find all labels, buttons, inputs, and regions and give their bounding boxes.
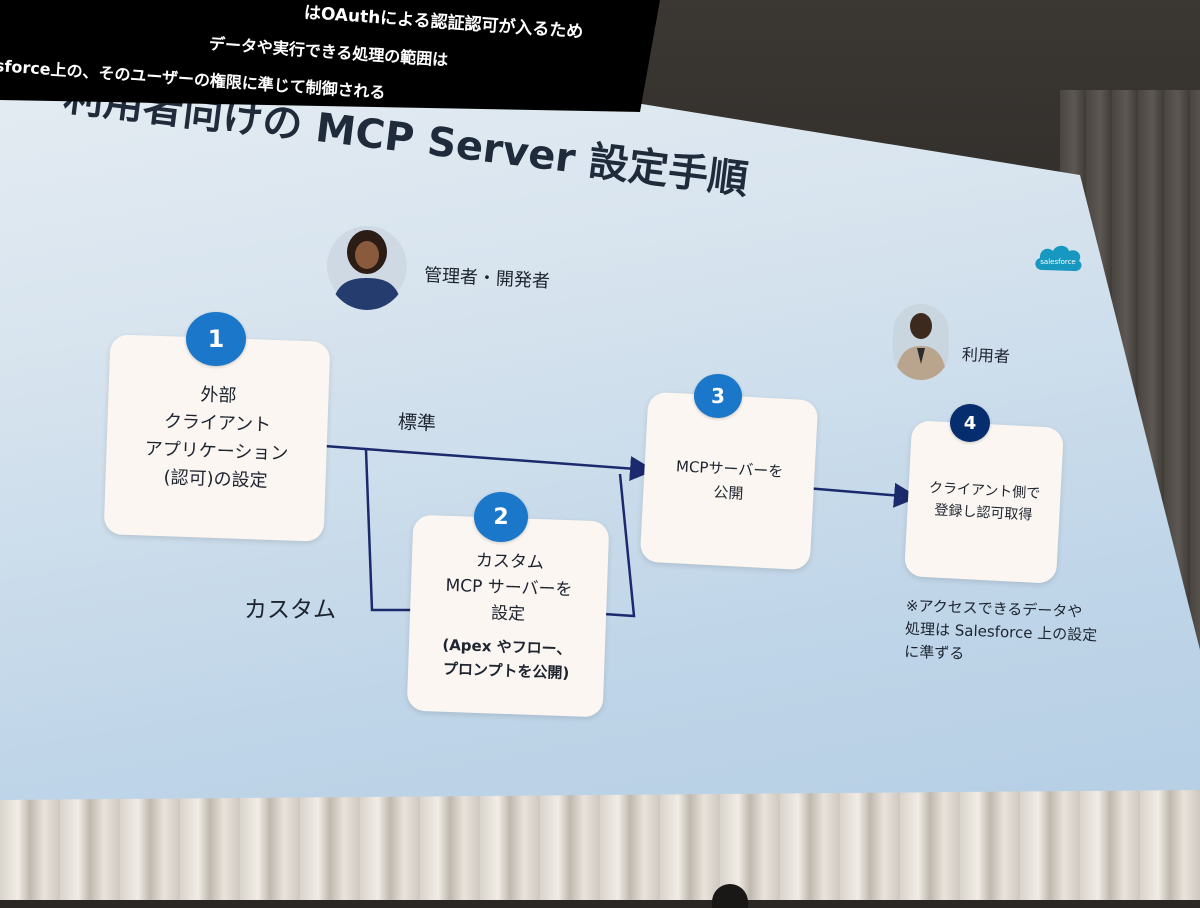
subtitle-caption: はOAuthによる認証認可が入るため データや実行できる処理の範囲は sforc…: [0, 0, 660, 112]
step-1-text: 外部 クライアント アプリケーション (認可)の設定: [144, 384, 289, 492]
step-2-card: カスタム MCP サーバーを 設定 (Apex やフロー、 プロンプトを公開): [406, 514, 610, 718]
person-icon: [327, 226, 407, 310]
step-3-badge: 3: [694, 374, 742, 418]
stage-curtain: [0, 790, 1200, 900]
logo-text: salesforce: [1040, 258, 1075, 266]
step-4-text: クライアント側で 登録し認可取得: [928, 480, 1041, 524]
edge-custom-in: [364, 449, 414, 612]
step-4-badge: 4: [950, 404, 990, 442]
step-2-text: カスタム MCP サーバーを 設定: [445, 550, 573, 625]
caption-line-3: データや実行できる処理の範囲は: [208, 33, 449, 70]
edge-standard: [323, 444, 655, 481]
edge-label-standard: 標準: [397, 411, 437, 435]
caption-line-1: はOAuthによる認証認可が入るため: [303, 2, 584, 43]
step-1-badge: 1: [186, 312, 246, 366]
step-2-badge: 2: [474, 492, 528, 542]
admin-avatar: [326, 222, 408, 310]
step-4-card: クライアント側で 登録し認可取得: [904, 420, 1064, 584]
step-3-text: MCPサーバーを 公開: [675, 457, 784, 503]
edge-publish-to-client: [805, 482, 919, 508]
salesforce-cloud-icon: salesforce: [1035, 245, 1082, 272]
edge-label-custom: カスタム: [244, 597, 336, 623]
user-avatar: [893, 304, 949, 380]
access-note: ※アクセスできるデータや 処理は Salesforce 上の設定 に準ずる: [903, 596, 1098, 663]
person-icon: [893, 304, 949, 380]
edge-custom-out: [603, 473, 636, 618]
step-3-card: MCPサーバーを 公開: [639, 391, 819, 571]
step-2-subtext: (Apex やフロー、 プロンプトを公開): [442, 635, 572, 683]
